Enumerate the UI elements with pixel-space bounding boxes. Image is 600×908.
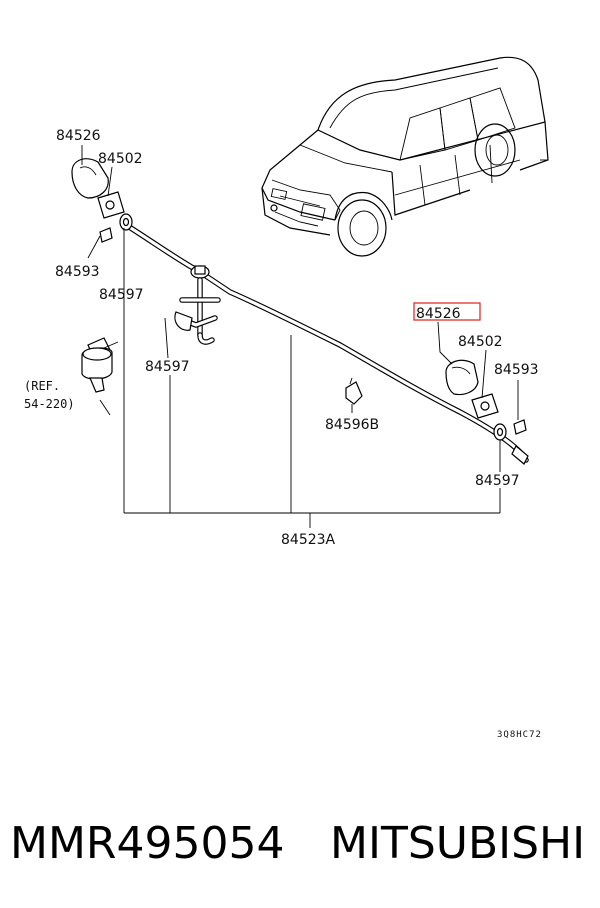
washer-hose <box>123 222 529 465</box>
callout-84526-right: 84526 <box>416 306 461 322</box>
callout-84593-left: 84593 <box>55 264 100 280</box>
vehicle-illustration <box>261 56 549 257</box>
callout-84593-right: 84593 <box>494 362 539 378</box>
callout-84502-right: 84502 <box>458 334 503 350</box>
callout-84597-left-mid: 84597 <box>145 359 190 375</box>
callout-84523a: 84523A <box>281 532 336 548</box>
washer-pump <box>81 337 119 393</box>
diagram-code: 3Q8HC72 <box>497 730 542 740</box>
part-number: MMR495054 <box>10 818 284 869</box>
center-clip <box>345 377 363 405</box>
left-nozzle-assembly <box>71 158 133 243</box>
right-nozzle-assembly <box>445 359 527 441</box>
callout-84596b: 84596B <box>325 417 379 433</box>
callout-84597-right: 84597 <box>475 473 520 489</box>
callout-84597-left-top: 84597 <box>99 287 144 303</box>
brand-name: MITSUBISHI <box>330 818 585 869</box>
highlight-box <box>413 302 481 321</box>
reference-line-1: (REF. <box>24 379 60 393</box>
leader-lines <box>81 145 519 528</box>
callout-84502-left: 84502 <box>98 151 143 167</box>
reference-line-2: 54-220) <box>24 397 75 411</box>
callout-84526-left: 84526 <box>56 128 101 144</box>
